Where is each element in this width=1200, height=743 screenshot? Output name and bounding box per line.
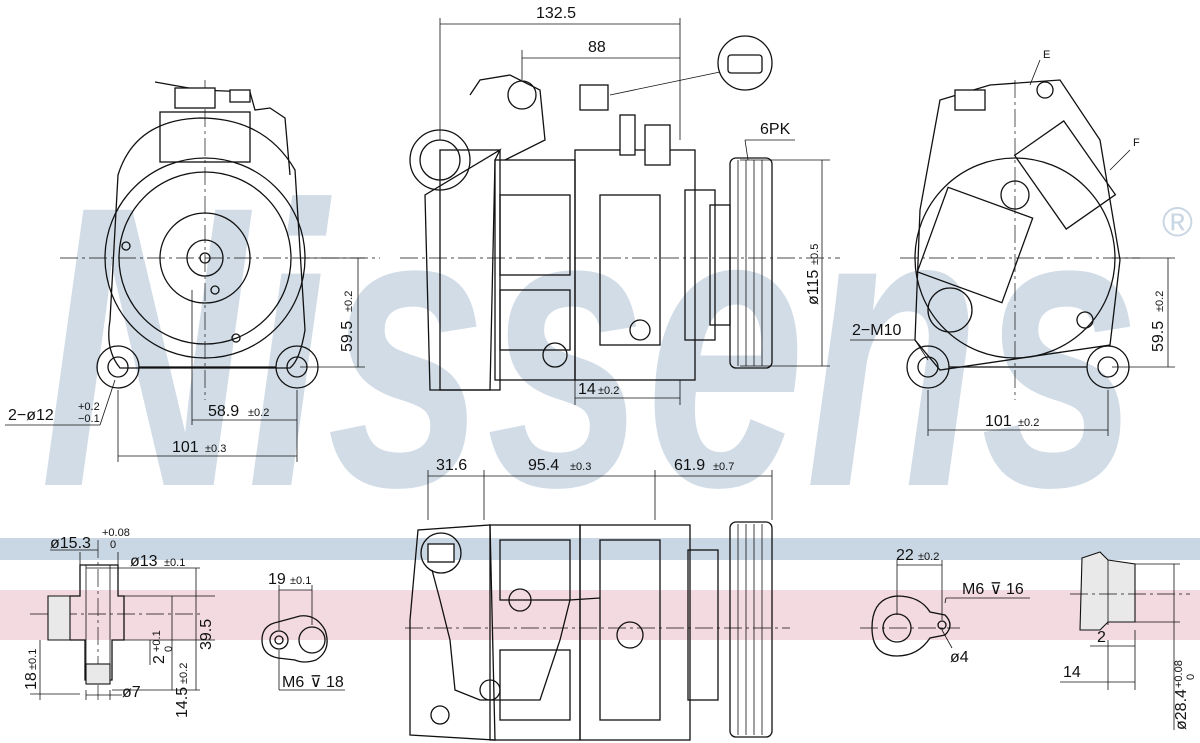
- port-a-h3-tol-top: +0.1: [151, 630, 163, 652]
- front-holes-label: 2−ø12: [8, 407, 54, 424]
- rear-height-tol: ±0.2: [1154, 291, 1166, 312]
- port-a-d2-tol: ±0.1: [164, 557, 185, 569]
- side-view: 132.5 88 6PK ø115 ±0.5 14 ±0.2: [400, 5, 840, 405]
- port-d-length-label: 14: [1063, 664, 1081, 681]
- port-a-h3-label: 2: [151, 655, 168, 664]
- rear-height-label: 59.5: [1150, 321, 1167, 352]
- watermark-text: Nissens: [40, 123, 1140, 570]
- port-a-h3-tol-bottom: 0: [163, 646, 175, 652]
- rear-threads-label: 2−M10: [852, 322, 901, 339]
- port-c-spacing-tol: ±0.2: [918, 551, 939, 563]
- rear-view: 101 ±0.2 59.5 ±0.2 2−M10 E F: [850, 49, 1175, 436]
- side-belt-label: 6PK: [760, 121, 791, 138]
- port-c-depth-icon: ⊽: [990, 581, 1002, 598]
- rear-label-f: F: [1133, 137, 1140, 149]
- port-a-d2-label: ø13: [130, 553, 158, 570]
- port-d-step-label: 2: [1097, 629, 1106, 646]
- port-a-h2-label: 14.5: [174, 687, 191, 718]
- port-c-detail: 22 ±0.2 M6 ⊽ 16 ø4: [860, 547, 1030, 666]
- side-pulley-offset-tol: ±0.2: [598, 385, 619, 397]
- front-height-tol: ±0.2: [343, 291, 355, 312]
- port-b-thread-depth: 18: [326, 674, 344, 691]
- port-d-dia-tol-bottom: 0: [1185, 674, 1197, 680]
- front-view: 101 ±0.3 58.9 ±0.2 59.5 ±0.2 2−ø12 +0.2 …: [5, 80, 380, 462]
- top-b-label: 95.4: [528, 457, 559, 474]
- port-b-detail: 19 ±0.1 M6 ⊽ 18: [261, 571, 345, 691]
- port-c-thread-label: M6: [962, 581, 984, 598]
- port-b-depth-icon: ⊽: [310, 674, 322, 691]
- port-b-spacing-label: 19: [268, 571, 286, 588]
- port-a-h1-label: 39.5: [198, 619, 215, 650]
- top-c-tol: ±0.7: [713, 461, 734, 473]
- port-a-d1-label: ø15.3: [50, 535, 91, 552]
- front-width-tol: ±0.3: [205, 443, 226, 455]
- top-view: 31.6 95.4 ±0.3 61.9 ±0.7: [405, 457, 790, 741]
- port-c-thread-depth: 16: [1006, 581, 1024, 598]
- front-holes-tol-top: +0.2: [78, 401, 100, 413]
- side-overall-label: 132.5: [536, 5, 576, 22]
- front-offset-label: 58.9: [208, 403, 239, 420]
- front-width-label: 101: [172, 439, 199, 456]
- port-d-dia-tol-top: +0.08: [1173, 660, 1185, 688]
- port-a-d1-tol-top: +0.08: [102, 527, 130, 539]
- watermark: Nissens ®: [0, 123, 1200, 640]
- registered-mark: ®: [1162, 198, 1193, 245]
- rear-label-e: E: [1043, 49, 1050, 61]
- port-a-d1-tol-bottom: 0: [110, 539, 116, 551]
- port-b-thread-label: M6: [282, 674, 304, 691]
- port-c-spacing-label: 22: [896, 547, 914, 564]
- rear-width-label: 101: [985, 413, 1012, 430]
- port-a-h2-tol: ±0.2: [178, 663, 190, 684]
- rear-width-tol: ±0.2: [1018, 417, 1039, 429]
- side-pulley-dia-label: ø115: [805, 270, 822, 305]
- front-height-label: 59.5: [339, 321, 356, 352]
- side-connector-label: 88: [588, 39, 606, 56]
- top-a-label: 31.6: [436, 457, 467, 474]
- front-offset-tol: ±0.2: [248, 407, 269, 419]
- port-a-h4-tol: ±0.1: [27, 649, 39, 670]
- side-pulley-dia-tol: ±0.5: [809, 244, 821, 265]
- side-pulley-offset-label: 14: [578, 381, 596, 398]
- top-b-tol: ±0.3: [570, 461, 591, 473]
- front-holes-tol-bottom: −0.1: [78, 413, 100, 425]
- port-a-h4-label: 18: [23, 672, 40, 690]
- port-c-pin-label: ø4: [950, 649, 969, 666]
- port-d-dia-label: ø28.4: [1173, 689, 1190, 730]
- top-c-label: 61.9: [674, 457, 705, 474]
- port-a-d3-label: ø7: [122, 684, 141, 701]
- port-b-spacing-tol: ±0.1: [290, 575, 311, 587]
- port-a-detail: ø15.3 +0.08 0 ø13 ±0.1 39.5 14.5 ±0.2 2 …: [23, 527, 215, 718]
- port-d-detail: 14 2 ø28.4 +0.08 0: [1060, 551, 1197, 730]
